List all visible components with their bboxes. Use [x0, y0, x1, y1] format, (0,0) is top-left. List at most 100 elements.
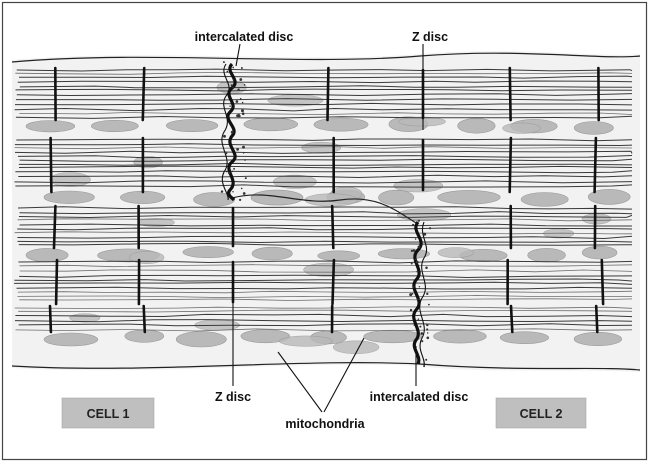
z-disc — [56, 260, 57, 304]
stipple-dot — [232, 87, 234, 89]
stipple-dot — [240, 98, 242, 100]
z-disc — [50, 306, 51, 332]
mitochondrion — [582, 214, 611, 224]
stipple-dot — [419, 298, 421, 300]
stipple-dot — [243, 192, 246, 195]
z-disc — [54, 206, 55, 248]
stipple-dot — [226, 171, 228, 173]
stipple-dot — [244, 159, 246, 161]
z-disc — [143, 68, 144, 120]
stipple-dot — [427, 332, 428, 333]
mitochondrion — [44, 333, 98, 346]
stipple-dot — [243, 152, 245, 154]
stipple-dot — [232, 191, 233, 192]
z-disc — [602, 260, 603, 304]
stipple-dot — [426, 336, 429, 339]
stipple-dot — [421, 340, 423, 342]
stipple-dot — [423, 233, 426, 236]
stipple-dot — [429, 227, 431, 229]
stipple-dot — [426, 328, 428, 330]
stipple-dot — [244, 84, 246, 86]
label-intercalated-disc-top: intercalated disc — [195, 30, 294, 44]
mitochondrion — [280, 336, 333, 346]
stipple-dot — [423, 365, 425, 367]
stipple-dot — [419, 326, 421, 328]
mitochondrion — [434, 330, 487, 344]
mitochondrion — [503, 123, 541, 134]
label-z-disc-top: Z disc — [412, 30, 448, 44]
stipple-dot — [428, 304, 430, 306]
mitochondrion — [438, 248, 474, 258]
stipple-dot — [232, 170, 234, 172]
label-intercalated-disc-bottom: intercalated disc — [370, 390, 469, 404]
z-disc — [510, 68, 511, 120]
stipple-dot — [241, 67, 243, 69]
stipple-dot — [241, 109, 244, 112]
stipple-dot — [413, 249, 416, 252]
z-disc — [333, 260, 334, 304]
stipple-dot — [241, 188, 243, 190]
z-disc — [144, 306, 145, 332]
stipple-dot — [239, 78, 242, 81]
mitochondrion — [166, 120, 218, 132]
label-cell-2: CELL 2 — [520, 407, 563, 421]
mitochondrion — [244, 118, 298, 131]
mitochondrion — [394, 179, 443, 192]
z-disc — [328, 68, 329, 120]
stipple-dot — [413, 286, 415, 288]
stipple-dot — [425, 359, 427, 361]
stipple-dot — [418, 246, 421, 249]
stipple-dot — [242, 146, 245, 149]
stipple-dot — [414, 324, 416, 326]
stipple-dot — [409, 293, 412, 296]
mitochondrion — [183, 247, 234, 258]
stipple-dot — [231, 84, 233, 86]
label-mitochondria: mitochondria — [285, 417, 365, 431]
stipple-dot — [412, 224, 414, 226]
mitochondrion — [528, 248, 566, 262]
mitochondrion — [438, 190, 501, 204]
stipple-dot — [426, 324, 428, 326]
mitochondrion — [574, 332, 622, 345]
stipple-dot — [411, 250, 413, 252]
stipple-dot — [236, 100, 239, 103]
mitochondrion — [379, 190, 414, 205]
stipple-dot — [237, 89, 239, 91]
mitochondrion — [176, 332, 226, 347]
mitochondrion — [574, 122, 613, 135]
stipple-dot — [426, 293, 428, 295]
mitochondrion — [305, 194, 358, 206]
stipple-dot — [418, 318, 420, 320]
mitochondrion — [458, 118, 496, 133]
mitochondrion — [397, 209, 450, 221]
z-disc — [595, 138, 596, 192]
stipple-dot — [415, 259, 416, 260]
stipple-dot — [411, 263, 413, 265]
stipple-dot — [420, 332, 423, 335]
stipple-dot — [416, 271, 418, 273]
mitochondrion — [70, 314, 100, 322]
stipple-dot — [424, 242, 425, 243]
mitochondrion — [50, 173, 91, 187]
stipple-dot — [239, 199, 241, 201]
stipple-dot — [229, 105, 231, 107]
mitochondrion — [318, 251, 360, 261]
mitochondrion — [500, 332, 548, 344]
stipple-dot — [221, 190, 223, 192]
stipple-dot — [419, 286, 420, 287]
mitochondrion — [26, 121, 75, 132]
stipple-dot — [233, 79, 234, 80]
stipple-dot — [223, 135, 226, 138]
mitochondrion — [364, 330, 422, 343]
mitochondrion — [91, 120, 138, 131]
mitochondrion — [26, 248, 68, 261]
z-disc — [511, 306, 512, 332]
stipple-dot — [233, 168, 235, 170]
stipple-dot — [415, 238, 417, 240]
z-disc — [51, 138, 52, 192]
stipple-dot — [232, 67, 234, 69]
stipple-dot — [425, 267, 428, 270]
z-disc — [596, 306, 597, 332]
